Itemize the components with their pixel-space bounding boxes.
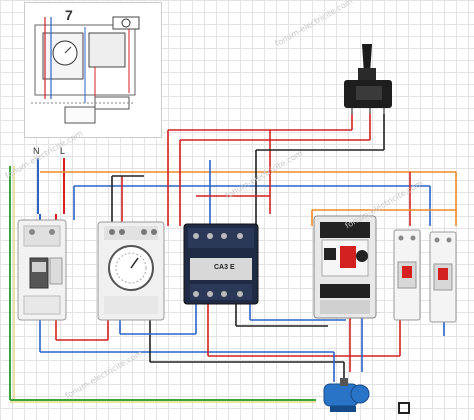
contactor-model-label: CA3 E [214,264,235,271]
inset-number: 7 [65,7,73,23]
line-label: L [60,146,66,156]
neutral-label: N [33,146,40,156]
inset-schematic: 7 [24,2,162,138]
small-square-marker [398,402,410,414]
inset-schematic-drawing [31,16,140,124]
